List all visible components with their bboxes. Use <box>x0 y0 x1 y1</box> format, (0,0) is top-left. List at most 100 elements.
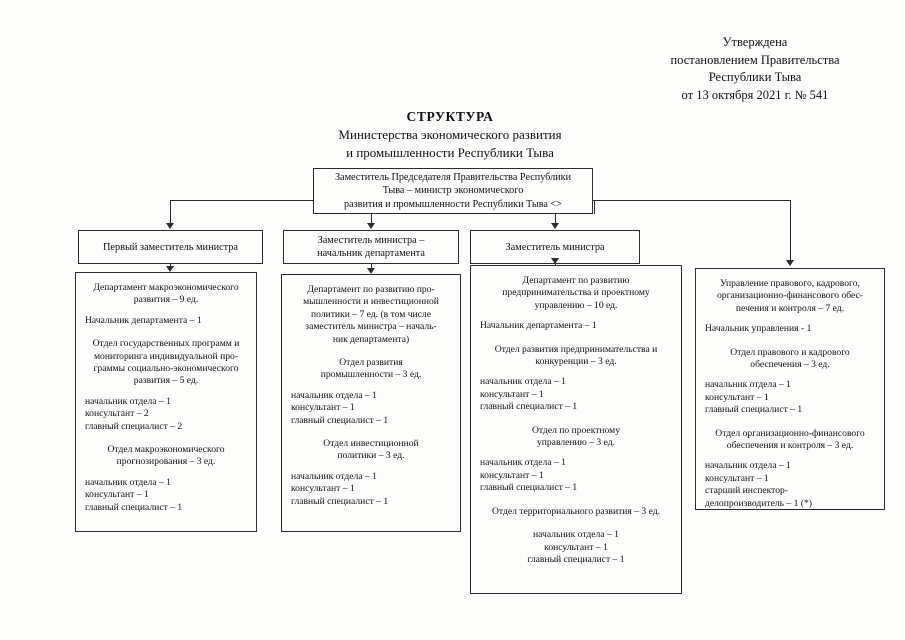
arrow-head-2 <box>367 223 375 229</box>
text-line: обеспечения – 3 ед. <box>750 359 830 371</box>
text-line: начальник отдела – 1 <box>533 529 619 541</box>
text-line: начальник отдела – 1 <box>480 457 566 469</box>
text-line: Начальник управления - 1 <box>705 323 812 335</box>
text-line: мышленности и инвестиционной <box>303 296 439 308</box>
text-line: организационно-финансового обес- <box>716 290 863 302</box>
approval-line-2: постановлением Правительства <box>670 52 840 67</box>
dept-2-block-1: Департамент по развитию про-мышленности … <box>291 284 451 346</box>
dept-4-block-2: Начальник управления - 1 <box>705 323 875 335</box>
text-line: главный специалист – 1 <box>291 495 389 507</box>
text-line: управлению – 3 ед. <box>536 437 616 449</box>
text-line: начальник отдела – 1 <box>291 470 377 482</box>
connector-drop-3 <box>554 214 556 224</box>
block-spacer <box>480 312 672 320</box>
block-spacer <box>480 368 672 376</box>
lvl2-3-line-1: Заместитель министра <box>505 241 605 253</box>
text-line: политики – 3 ед. <box>337 450 405 462</box>
text-line: прогнозирования – 3 ед. <box>116 456 216 468</box>
text-line: консультант – 1 <box>291 483 355 495</box>
connector-drop-2 <box>370 214 372 224</box>
block-spacer <box>480 518 672 529</box>
approval-line-3: Республики Тыва <box>708 70 802 84</box>
text-line: Отдел развития предпринимательства и <box>494 343 658 355</box>
lvl2-2-line-1: Заместитель министра – <box>317 235 425 246</box>
text-line: консультант – 1 <box>85 489 149 501</box>
arrow-head-3 <box>551 223 559 229</box>
text-line: консультант – 1 <box>480 388 544 400</box>
text-line: развития – 5 ед. <box>133 375 199 387</box>
text-line: Отдел государственных программ и <box>92 338 240 350</box>
block-spacer <box>85 469 247 477</box>
text-line: Департамент макроэкономического <box>93 282 239 293</box>
block-spacer <box>85 307 247 315</box>
block-spacer <box>705 371 875 379</box>
connector-right-stub <box>593 200 595 214</box>
connector-left-stub <box>312 200 314 214</box>
block-spacer <box>291 382 451 390</box>
block-spacer <box>705 336 875 347</box>
connector-drop-1 <box>169 200 171 224</box>
text-line: консультант – 1 <box>480 469 544 481</box>
arrow-head-1 <box>166 223 174 229</box>
text-line: Отдел инвестиционной <box>323 438 419 450</box>
text-line: мониторинга индивидуальной про- <box>93 350 239 362</box>
block-spacer <box>705 417 875 428</box>
text-line: главный специалист – 1 <box>527 553 625 565</box>
block-spacer <box>291 346 451 357</box>
title-heading: СТРУКТУРА <box>406 109 494 124</box>
text-line: главный специалист – 1 <box>85 501 183 513</box>
arrow-head-dept-3 <box>551 258 559 264</box>
text-line: начальник отдела – 1 <box>85 395 171 407</box>
text-line: главный специалист – 1 <box>480 482 578 494</box>
text-line: Управление правового, кадрового, <box>720 278 860 289</box>
text-line: консультант – 1 <box>291 402 355 414</box>
minister-line-2: Тыва – министр экономического <box>382 185 524 197</box>
text-line: делопроизводитель – 1 (*) <box>705 497 812 509</box>
arrow-head-dept-2 <box>367 268 375 274</box>
dept-4-block-1: Управление правового, кадрового,организа… <box>705 278 875 315</box>
connector-bus-right <box>593 200 790 202</box>
arrow-head-4 <box>786 260 794 266</box>
title-line-3: и промышленности Республики Тыва <box>346 145 554 160</box>
text-line: Начальник департамента – 1 <box>480 320 597 332</box>
dept-3-block-7: Отдел территориального развития – 3 ед. <box>480 506 672 518</box>
text-line: консультант – 1 <box>544 541 608 553</box>
text-line: начальник отдела – 1 <box>705 379 791 391</box>
text-line: главный специалист – 1 <box>291 414 389 426</box>
text-line: Отдел территориального развития – 3 ед. <box>491 505 661 517</box>
block-spacer <box>480 449 672 457</box>
text-line: Отдел правового и кадрового <box>730 346 850 358</box>
block-spacer <box>705 315 875 323</box>
text-line: консультант – 1 <box>705 472 769 484</box>
text-line: Отдел развития <box>339 357 403 369</box>
text-line: начальник отдела – 1 <box>705 460 791 472</box>
minister-line-1: Заместитель Председателя Правительства Р… <box>334 172 572 184</box>
text-line: начальник отдела – 1 <box>291 389 377 401</box>
org-box-dept-legal-hr-organizational-financial: Управление правового, кадрового,организа… <box>695 268 885 510</box>
text-line: конкуренции – 3 ед. <box>535 356 617 368</box>
dept-1-block-2: Начальник департамента – 1 <box>85 315 247 327</box>
org-box-dept-macroeconomic-development: Департамент макроэкономического развития … <box>75 272 257 532</box>
text-line: старший инспектор- <box>705 485 788 497</box>
text-line: главный специалист – 1 <box>705 404 803 416</box>
arrow-head-dept-1 <box>166 266 174 272</box>
block-spacer <box>85 433 247 444</box>
text-line: консультант – 1 <box>705 391 769 403</box>
block-spacer <box>480 495 672 506</box>
block-spacer <box>85 327 247 338</box>
block-spacer <box>705 452 875 460</box>
text-line: главный специалист – 2 <box>85 420 183 432</box>
org-box-dept-industry-investment-policy: Департамент по развитию про-мышленности … <box>281 274 461 532</box>
